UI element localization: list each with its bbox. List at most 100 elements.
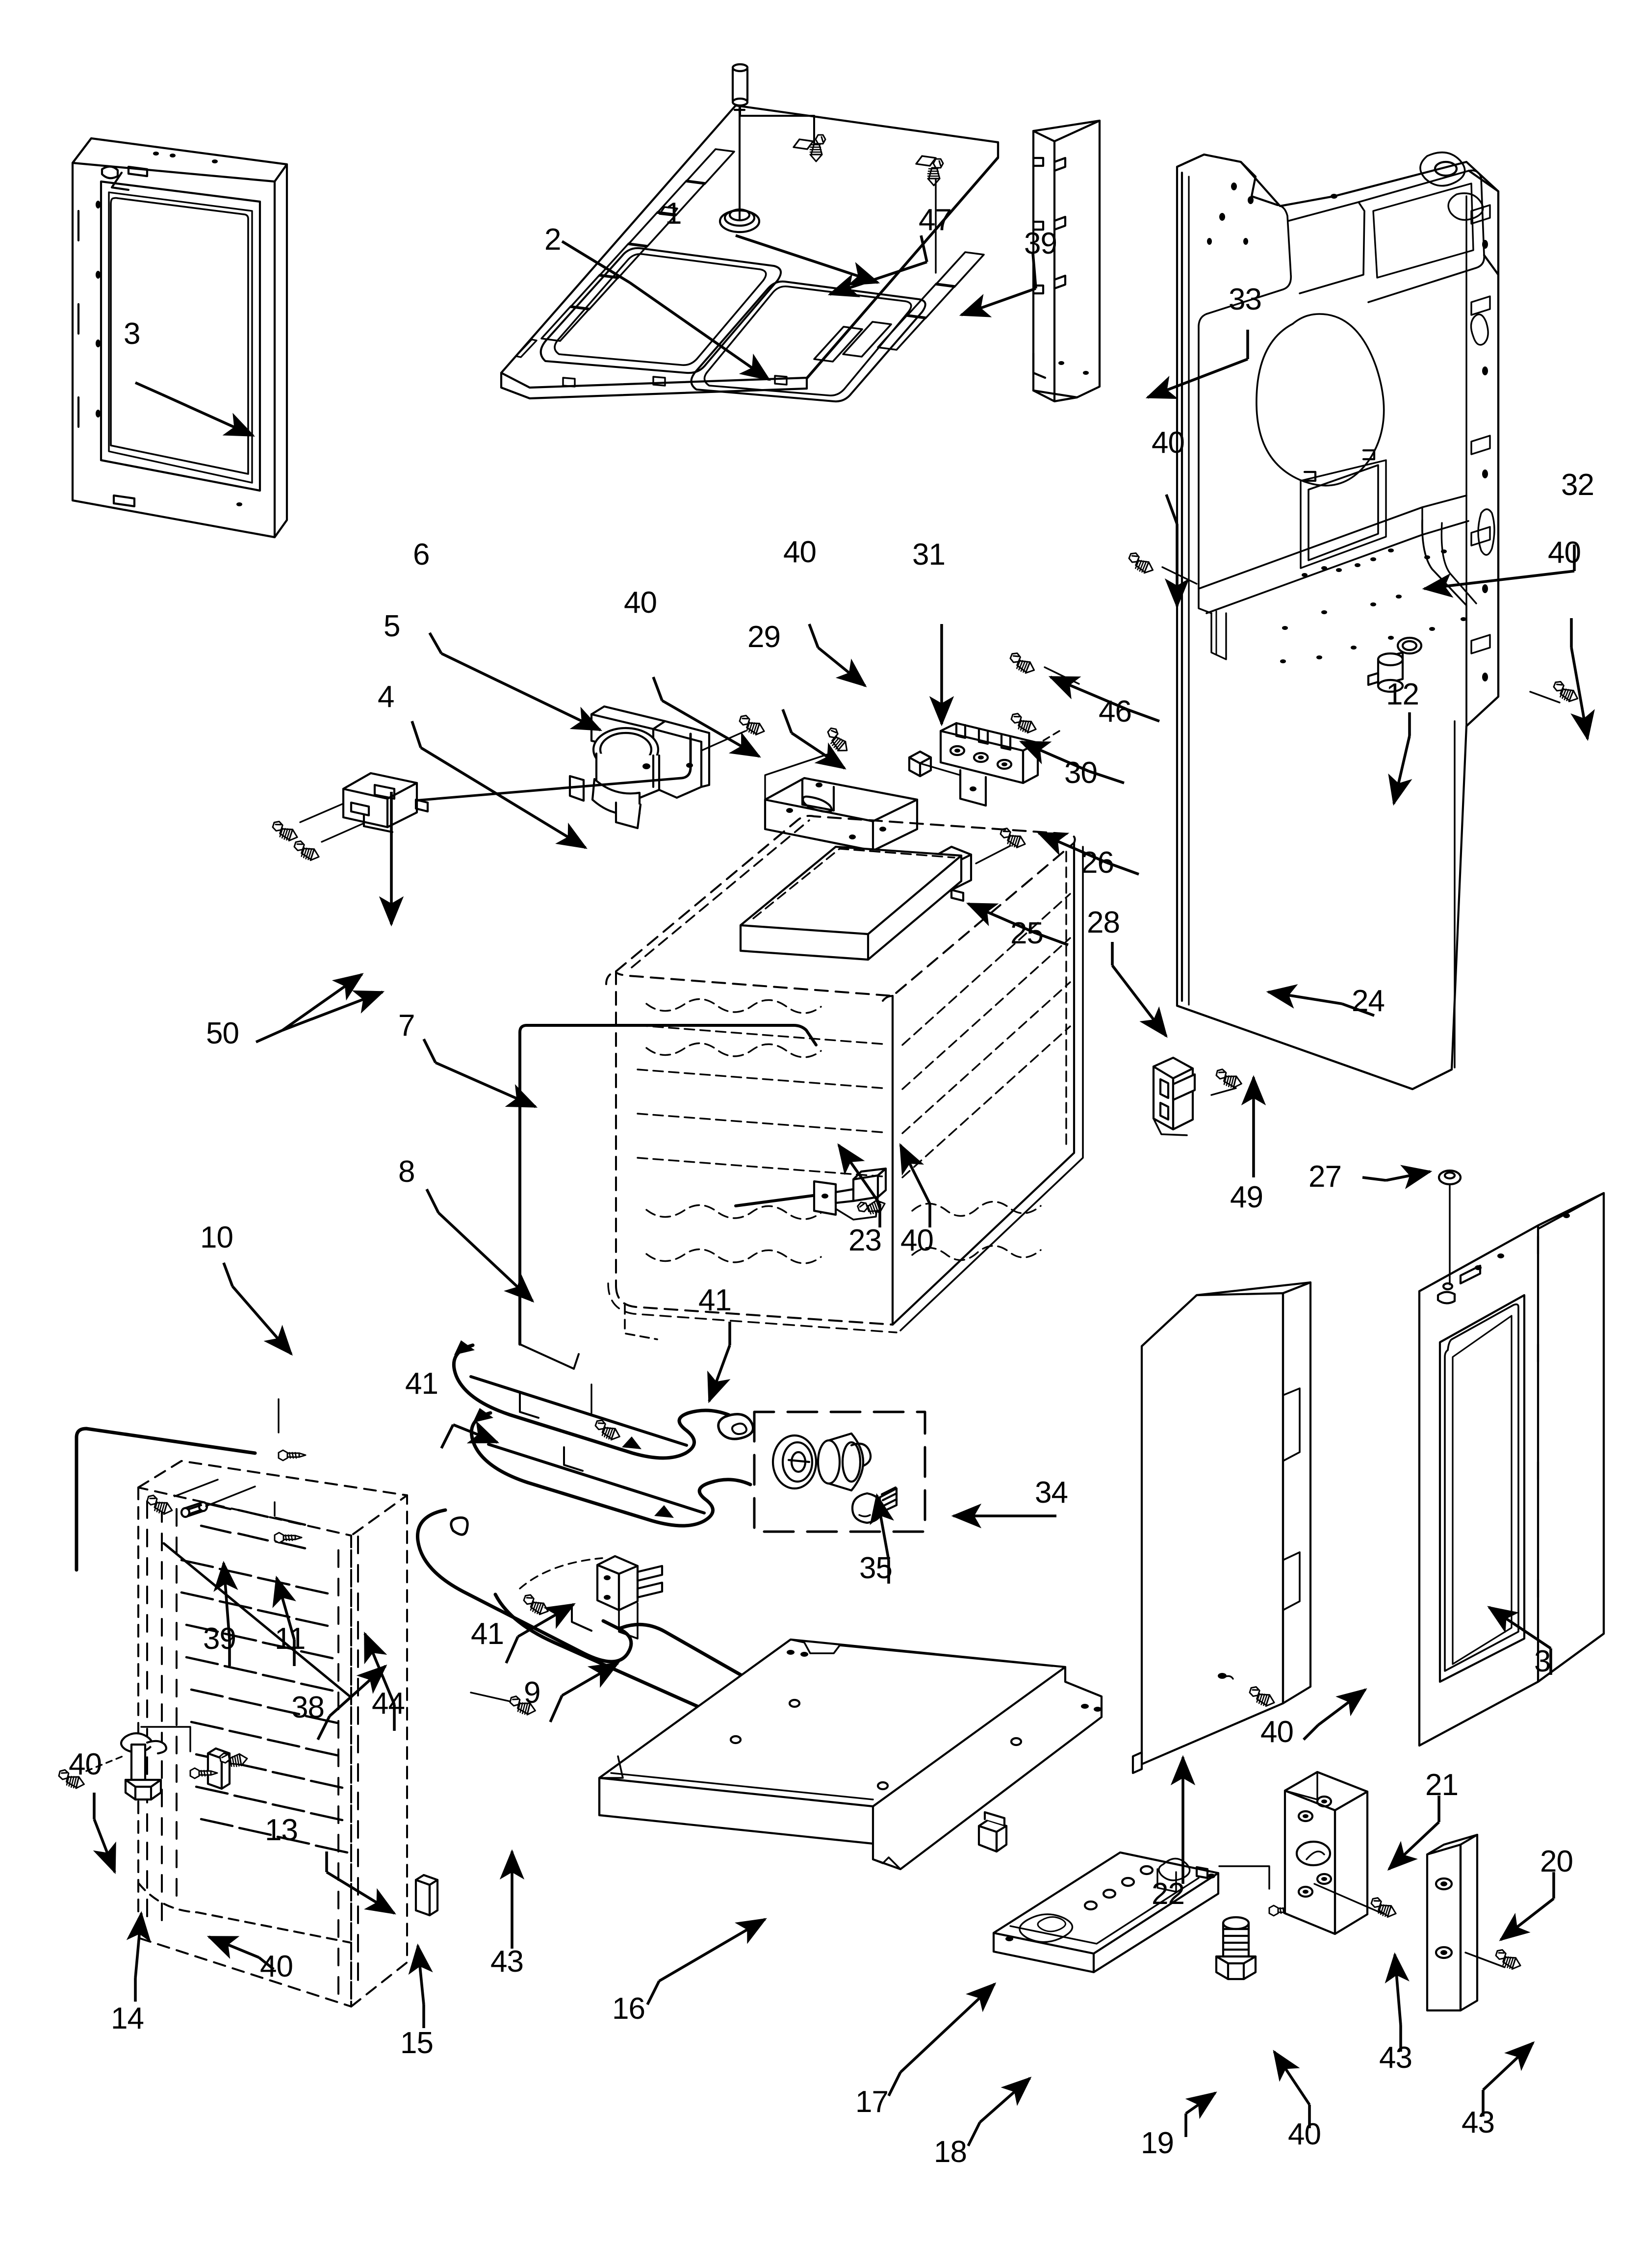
callout-22: 22 — [1152, 1877, 1185, 1911]
part-screw-43-bracket — [1313, 1883, 1399, 1919]
part-insulation-wrapper — [75, 1427, 408, 2007]
part-insulation-retainer-clip-a — [206, 1747, 231, 1790]
callout-17: 17 — [855, 2085, 889, 2119]
callout-40-a: 40 — [1152, 426, 1185, 460]
callout-12: 12 — [1386, 678, 1419, 711]
callout-47: 47 — [919, 203, 952, 237]
part-screw-44 — [275, 1501, 302, 1543]
callout-24: 24 — [1352, 984, 1385, 1018]
callout-5: 5 — [384, 609, 400, 643]
callout-4: 4 — [378, 680, 394, 714]
callout-9: 9 — [524, 1676, 540, 1710]
part-maintop-cooktop-panel — [500, 63, 1000, 403]
callout-11: 11 — [275, 1622, 306, 1656]
part-insulation-retainer-clip-b — [414, 1874, 439, 1917]
callout-3-left: 3 — [124, 317, 140, 351]
callout-8: 8 — [398, 1155, 415, 1189]
callout-39-b: 39 — [203, 1622, 236, 1656]
part-oven-sensor-probe — [734, 1167, 887, 1221]
part-screw-40-left — [57, 1755, 124, 1790]
part-screw-41-bake — [519, 1557, 603, 1617]
callout-41-c: 41 — [471, 1617, 504, 1651]
callout-43-a: 43 — [490, 1945, 524, 1979]
callout-23: 23 — [848, 1224, 882, 1257]
callout-50: 50 — [206, 1017, 239, 1050]
part-anti-tip-bracket — [1283, 1771, 1369, 1935]
part-door-switch-wire-rod — [389, 732, 692, 804]
part-screw-11 — [180, 1486, 256, 1518]
part-hinge-pin-bushing — [1437, 1169, 1462, 1285]
callout-40-g: 40 — [260, 1950, 293, 1983]
part-terminal-bracket — [1152, 1056, 1196, 1136]
part-screw-43-left — [470, 1692, 538, 1717]
part-blower-fan-motor — [568, 705, 711, 830]
part-screw-8-18-bracket-49 — [1210, 1068, 1244, 1096]
callout-6: 6 — [413, 538, 430, 572]
part-screw-41-broil-b — [279, 1398, 306, 1460]
callout-15: 15 — [400, 2026, 434, 2060]
part-screw-8-18-a — [1126, 551, 1198, 585]
callout-1: 1 — [665, 197, 682, 231]
callout-19: 19 — [1141, 2126, 1174, 2160]
part-screw-43-strike — [1464, 1949, 1523, 1971]
part-screw-latch-b — [292, 822, 365, 862]
callout-38: 38 — [291, 1691, 325, 1724]
callout-35: 35 — [859, 1551, 893, 1585]
part-drawer-slide-rail — [992, 1851, 1220, 1974]
part-oven-cavity-liner — [518, 815, 1084, 1370]
callout-7: 7 — [398, 1009, 415, 1043]
part-strike-plate — [1426, 1833, 1479, 2012]
part-bottom-panel — [598, 1638, 1103, 1871]
callout-32: 32 — [1561, 468, 1594, 502]
callout-29: 29 — [747, 620, 781, 654]
callout-21: 21 — [1425, 1768, 1459, 1802]
part-screw-hex-washer-46b — [1009, 712, 1060, 750]
part-oven-door-frame-left — [71, 137, 288, 539]
callout-43-b: 43 — [1379, 2041, 1412, 2075]
callout-3-right: 3 — [1534, 1644, 1551, 1678]
callout-30: 30 — [1064, 756, 1098, 790]
part-leveling-foot — [1215, 1916, 1257, 1981]
part-screw-40-leveling — [140, 1726, 217, 1778]
part-bracket-rail — [764, 777, 919, 852]
part-screw-hex-washer-46 — [1007, 652, 1080, 685]
callout-40-d: 40 — [783, 535, 817, 569]
callout-28: 28 — [1087, 906, 1120, 939]
part-screw-8-18-blower — [700, 714, 767, 752]
part-screw-8-18-rail — [764, 727, 853, 804]
part-drawer-glide-clip — [977, 1811, 1008, 1853]
part-screw-hex-head-top — [928, 159, 943, 274]
callout-40-f: 40 — [69, 1747, 102, 1781]
part-rear-chassis-panel — [1176, 151, 1500, 1091]
callout-16: 16 — [612, 1992, 645, 2026]
part-screw-39-left — [145, 1479, 219, 1516]
part-oven-door-frame-right — [1418, 1192, 1605, 1747]
callout-40-c: 40 — [624, 586, 657, 620]
callout-20: 20 — [1540, 1845, 1573, 1878]
callout-31: 31 — [912, 538, 946, 572]
callout-40-h: 40 — [1260, 1715, 1294, 1749]
part-leveling-leg-14 — [120, 1732, 167, 1801]
callout-41-a: 41 — [698, 1283, 732, 1317]
part-screw-40-bottom — [1218, 1865, 1296, 1916]
callout-43-c: 43 — [1462, 2106, 1495, 2139]
part-screw-hex-washer-26 — [975, 827, 1028, 864]
part-terminal-block — [919, 722, 1039, 807]
callout-25: 25 — [1010, 916, 1044, 950]
callout-10: 10 — [200, 1221, 233, 1254]
part-screw-41-broil — [590, 1383, 623, 1442]
callout-13: 13 — [265, 1813, 298, 1847]
callout-26: 26 — [1081, 846, 1114, 880]
part-side-trim-panel — [1032, 119, 1101, 403]
callout-39-top: 39 — [1024, 227, 1057, 261]
callout-46: 46 — [1099, 695, 1132, 729]
callout-40-e: 40 — [900, 1224, 934, 1257]
callout-33: 33 — [1229, 283, 1262, 316]
callout-40-i: 40 — [1288, 2117, 1321, 2151]
callout-18: 18 — [934, 2135, 967, 2169]
part-oven-lamp-assembly — [753, 1410, 926, 1533]
callout-44: 44 — [372, 1687, 405, 1721]
callout-27: 27 — [1308, 1160, 1342, 1194]
